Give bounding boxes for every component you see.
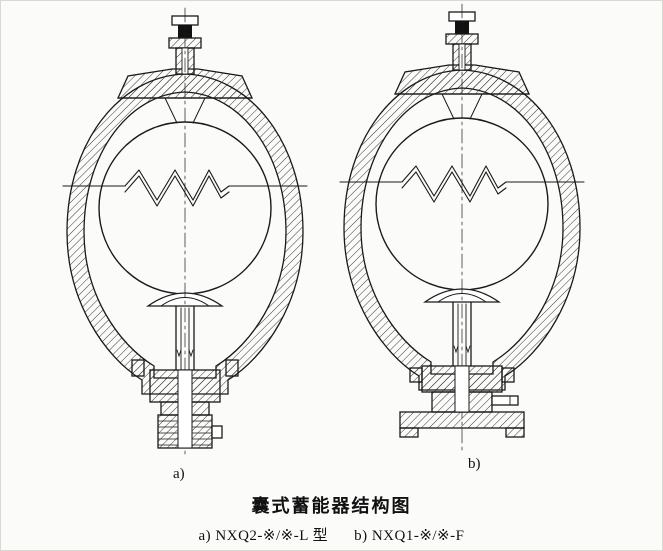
accumulator-b-oil-port: [399, 365, 525, 438]
accumulator-a-oil-port: [131, 359, 239, 449]
caption-model-b: b) NXQ1-※/※-F: [354, 528, 465, 544]
accumulator-a: [62, 7, 308, 455]
caption-model-a: a) NXQ2-※/※-L 型: [198, 528, 329, 544]
subfigure-label-a: a): [173, 466, 185, 482]
subfigure-label-b: b): [468, 456, 481, 472]
figure-caption: a) NXQ2-※/※-L 型 b) NXQ1-※/※-F: [0, 524, 663, 545]
figure-title: 囊式蓄能器结构图: [251, 496, 412, 516]
accumulator-b: [339, 3, 585, 451]
